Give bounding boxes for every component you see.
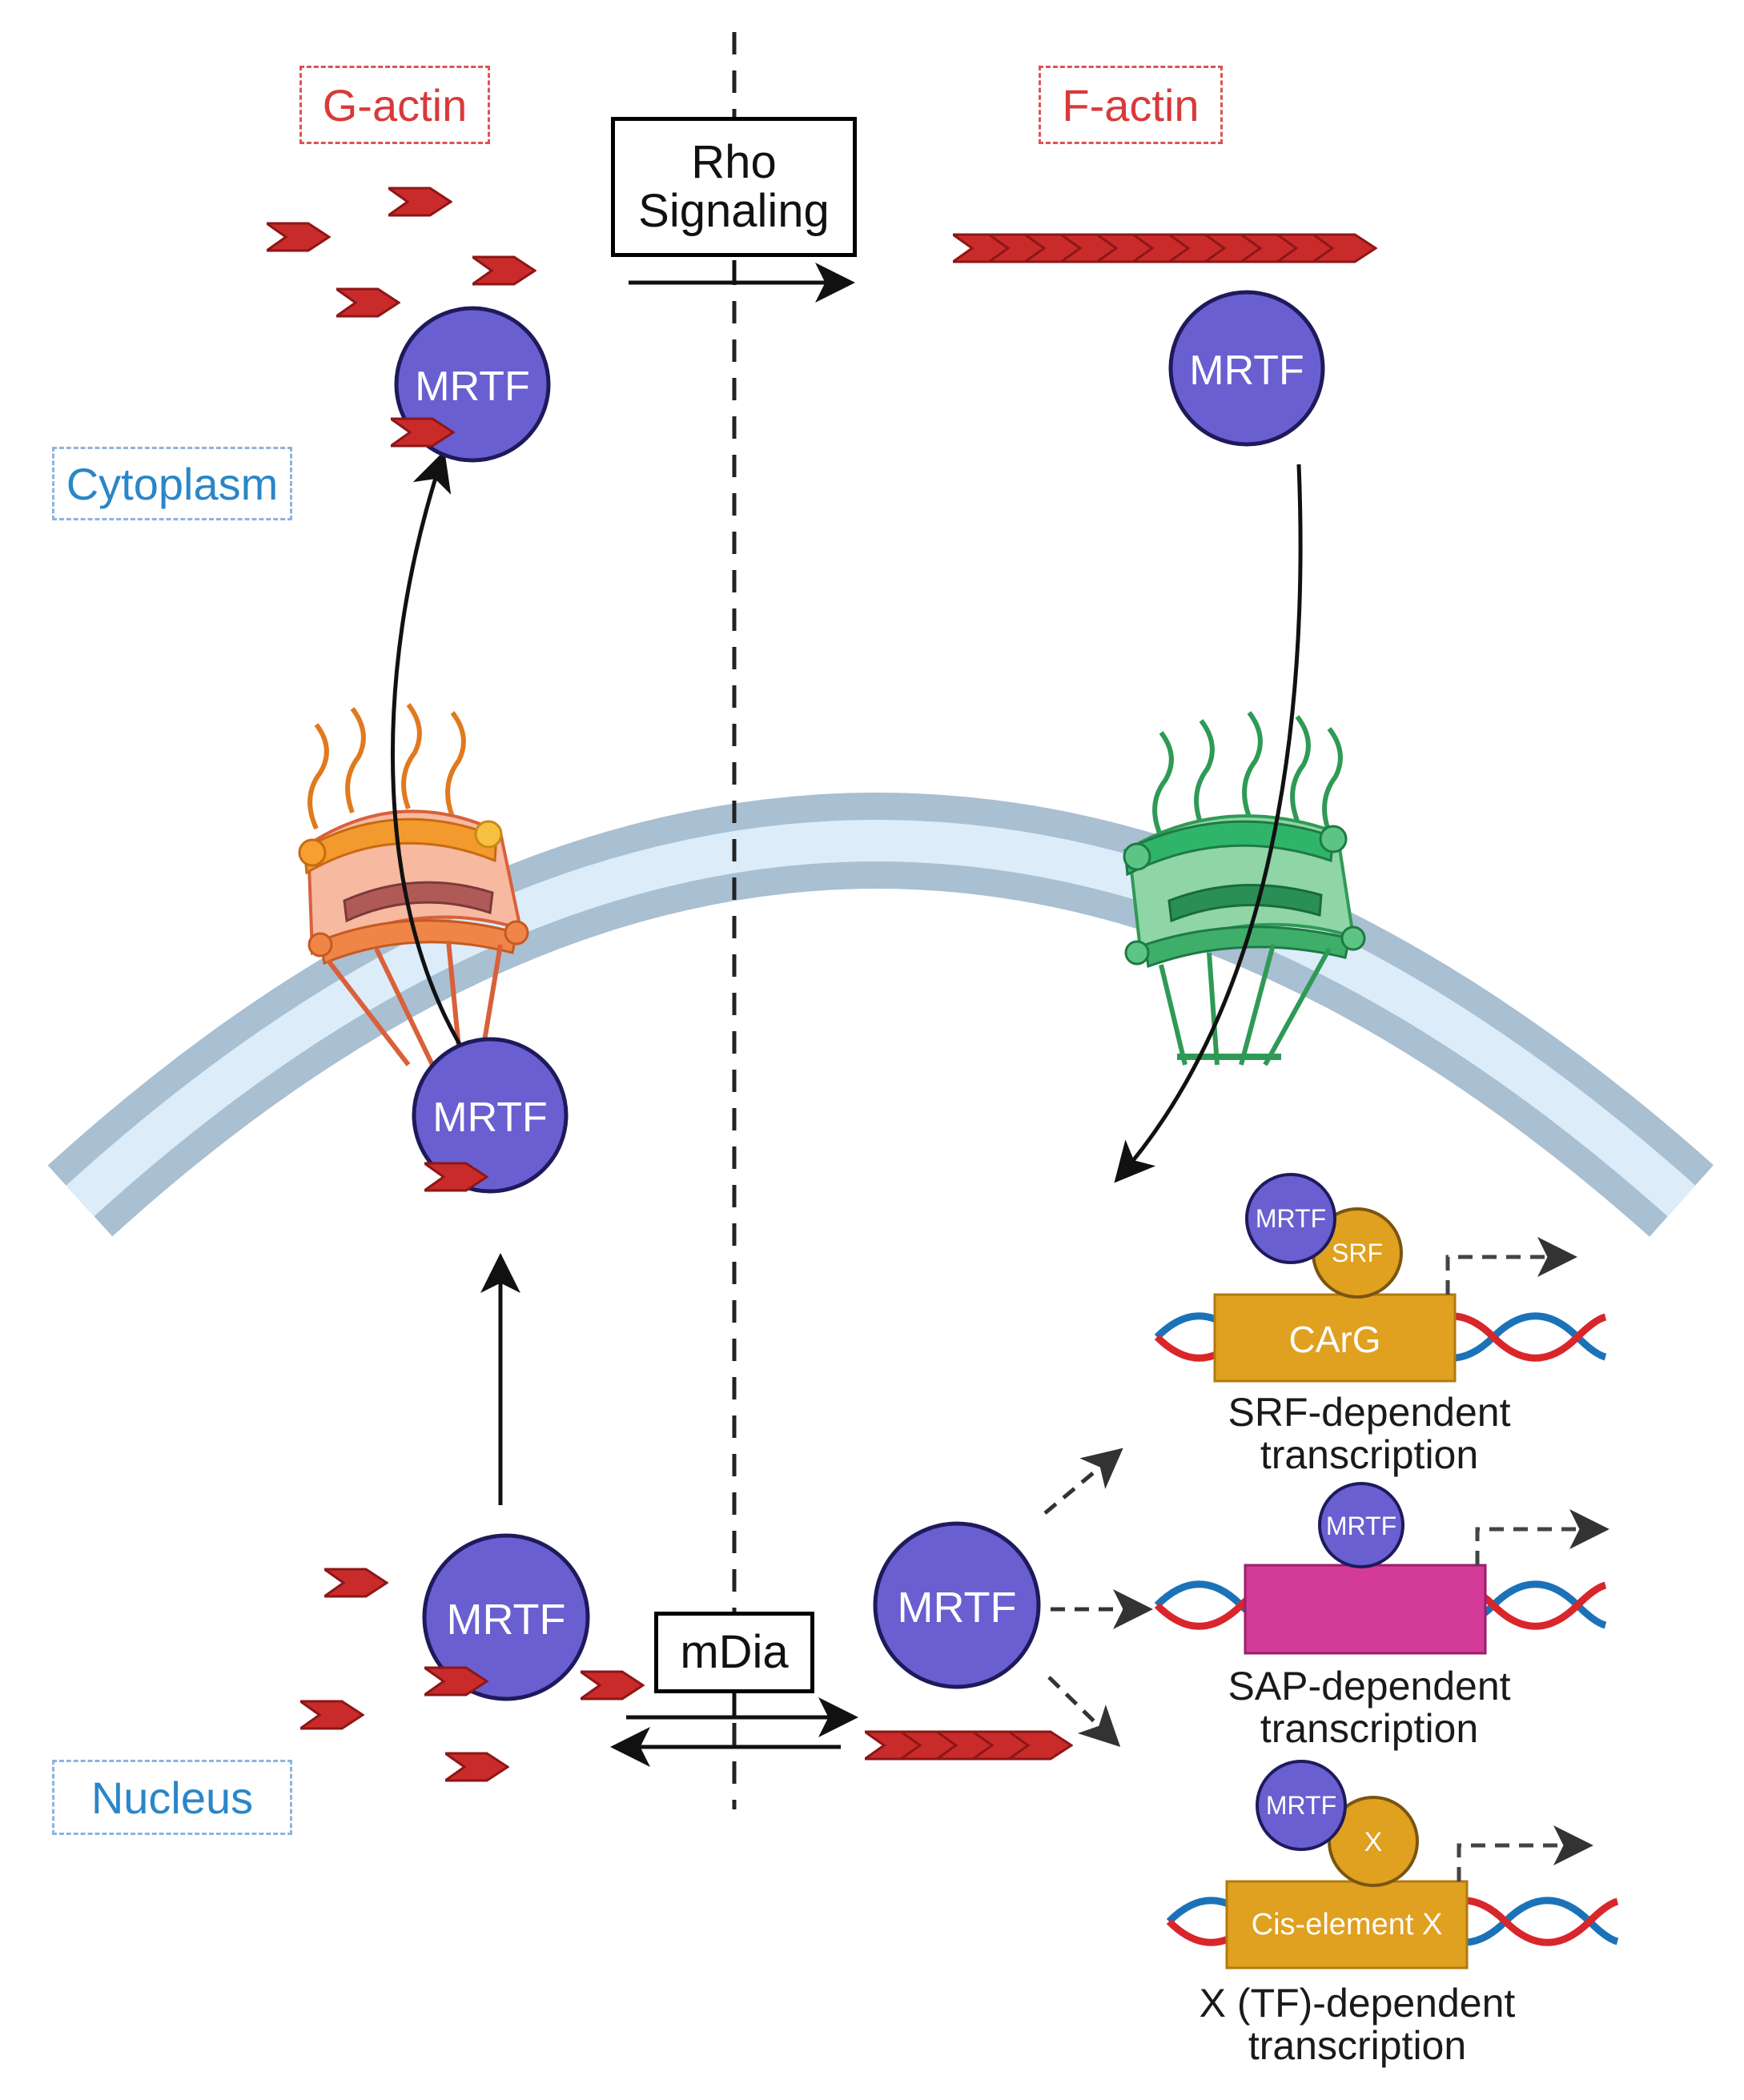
x-label: X bbox=[1364, 1827, 1383, 1857]
signaling-label: Signaling bbox=[638, 184, 830, 237]
nuclear-f-actin bbox=[865, 1730, 1073, 1761]
mrtf-label: MRTF bbox=[446, 1596, 566, 1644]
x-module bbox=[1169, 1760, 1617, 1970]
to-x-arrow bbox=[1047, 1676, 1121, 1747]
mrtf-label: MRTF bbox=[1189, 347, 1304, 394]
mrtf-label: MRTF bbox=[1265, 1791, 1337, 1820]
nuclear-pore-icon bbox=[1123, 711, 1366, 1066]
carg-label: CArG bbox=[1288, 1319, 1381, 1360]
mrtf-label: MRTF bbox=[1325, 1512, 1397, 1540]
nuclear-membrane bbox=[47, 793, 1714, 1237]
nuclear-pore-icon bbox=[298, 703, 529, 1066]
cis-element-label: Cis-element X bbox=[1251, 1908, 1443, 1941]
g-actin-label: G-actin bbox=[299, 66, 490, 144]
mrtf-cytoplasm-left bbox=[391, 306, 551, 463]
f-actin-filament bbox=[953, 233, 1377, 263]
cytoplasm-label: Cytoplasm bbox=[52, 447, 292, 520]
mrtf-label: MRTF bbox=[897, 1584, 1017, 1632]
srf-module bbox=[1157, 1173, 1605, 1383]
import-arrow bbox=[1114, 464, 1303, 1183]
mrtf-cytoplasm-right bbox=[1168, 290, 1325, 447]
mrtf-label: MRTF bbox=[1255, 1204, 1327, 1233]
mdia-box: mDia bbox=[654, 1612, 814, 1693]
srf-label: SRF bbox=[1332, 1239, 1383, 1267]
rho-signaling-box: Rho Signaling bbox=[611, 117, 857, 257]
to-srf-arrow bbox=[1043, 1448, 1123, 1515]
mrtf-pore-left bbox=[412, 1037, 569, 1194]
sap-module bbox=[1157, 1482, 1609, 1655]
g-actin-monomers bbox=[267, 187, 536, 318]
mrtf-label: MRTF bbox=[432, 1094, 548, 1141]
mrtf-label: MRTF bbox=[415, 363, 530, 410]
rho-label: Rho bbox=[691, 135, 777, 188]
nucleus-label: Nucleus bbox=[52, 1760, 292, 1835]
export-arrow bbox=[390, 450, 475, 1066]
mrtf-nucleus-left bbox=[422, 1533, 590, 1701]
mrtf-nucleus-right bbox=[873, 1521, 1041, 1689]
f-actin-label: F-actin bbox=[1039, 66, 1223, 144]
